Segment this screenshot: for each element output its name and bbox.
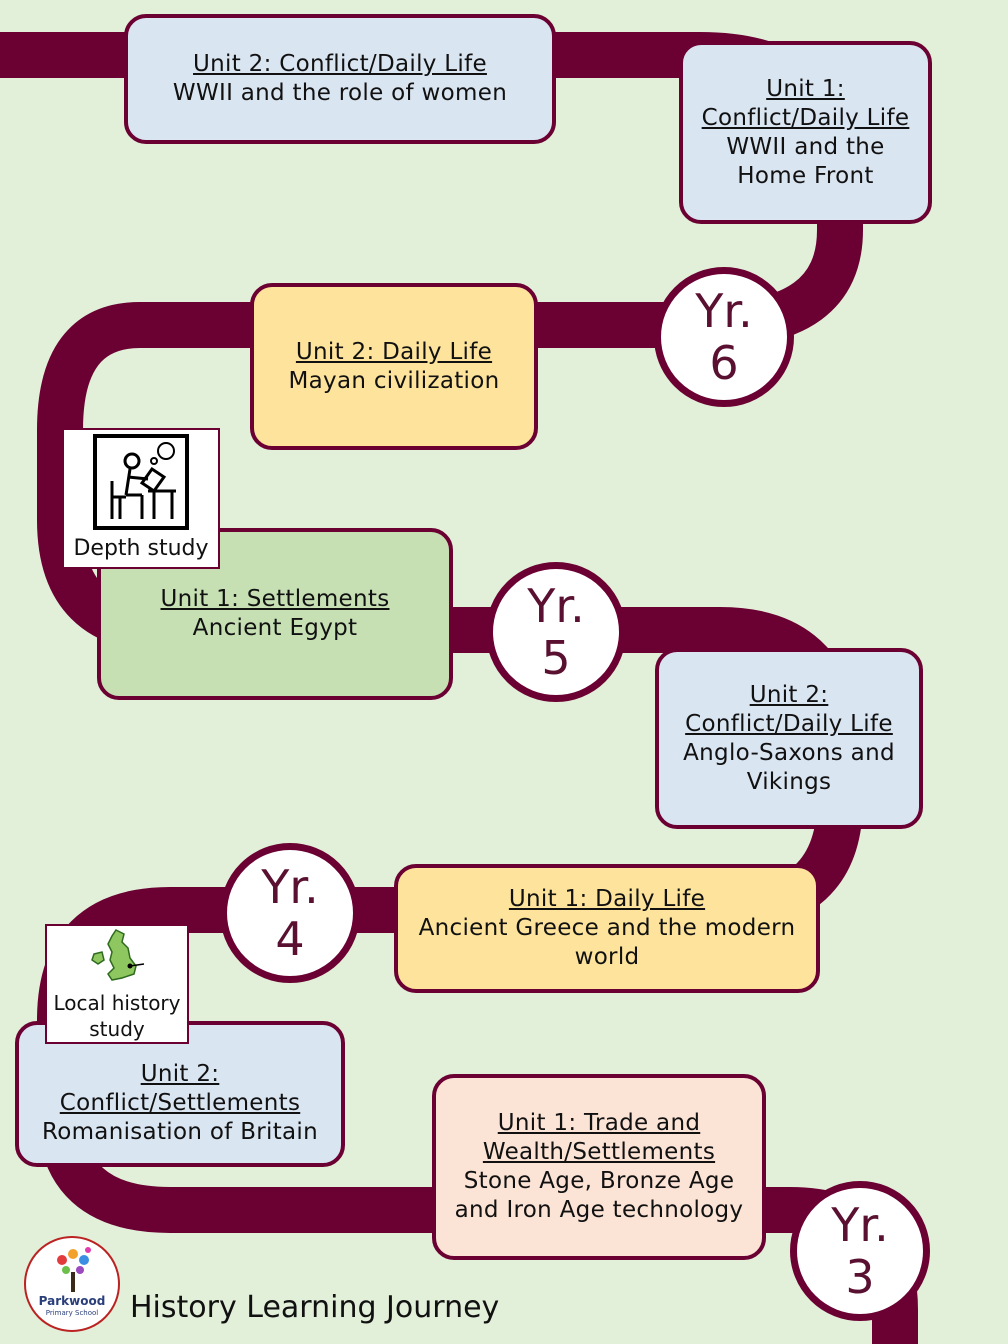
year-prefix: Yr. bbox=[831, 1198, 889, 1252]
year-prefix: Yr. bbox=[695, 284, 753, 338]
school-logo: Parkwood Primary School bbox=[24, 1236, 120, 1332]
unit-topic: WWII and the role of women bbox=[172, 80, 508, 106]
unit-title: Unit 1: Conflict/Daily Life bbox=[701, 75, 910, 131]
logo-subtitle: Primary School bbox=[45, 1309, 99, 1317]
year-number: 4 bbox=[275, 912, 305, 966]
logo-name: Parkwood bbox=[38, 1294, 106, 1308]
year-number: 3 bbox=[845, 1250, 875, 1304]
unit-topic: WWII and the Home Front bbox=[726, 133, 885, 189]
unit-topic: Anglo-Saxons and Vikings bbox=[683, 739, 895, 795]
unit-card-y6-unit1: Unit 1: Conflict/Daily Life WWII and the… bbox=[679, 41, 932, 224]
badge-label: Depth study bbox=[73, 536, 209, 561]
unit-card-y6-unit2: Unit 2: Conflict/Daily Life WWII and the… bbox=[124, 14, 556, 144]
unit-title: Unit 1: Trade and Wealth/Settlements bbox=[482, 1110, 716, 1165]
tree-icon bbox=[57, 1247, 91, 1292]
unit-title: Unit 1: Settlements bbox=[160, 586, 390, 612]
unit-title: Unit 2: Daily Life bbox=[295, 338, 493, 365]
unit-topic: Stone Age, Bronze Age and Iron Age techn… bbox=[454, 1168, 744, 1223]
year-6-marker: Yr. 6 bbox=[654, 267, 794, 407]
unit-title: Unit 2: Conflict/Daily Life bbox=[685, 681, 893, 737]
unit-topic: Ancient Egypt bbox=[192, 615, 358, 641]
year-prefix: Yr. bbox=[261, 860, 319, 914]
unit-card-y3-unit1: Unit 1: Trade and Wealth/Settlements Sto… bbox=[432, 1074, 766, 1260]
reading-student-icon bbox=[93, 434, 189, 530]
unit-card-y4-unit1: Unit 1: Daily Life Ancient Greece and th… bbox=[394, 864, 820, 993]
uk-map-icon bbox=[91, 929, 145, 981]
unit-topic: Romanisation of Britain bbox=[41, 1118, 318, 1145]
unit-card-y5-unit2: Unit 2: Daily Life Mayan civilization bbox=[250, 283, 538, 450]
year-4-marker: Yr. 4 bbox=[220, 843, 360, 983]
year-3-marker: Yr. 3 bbox=[790, 1181, 930, 1321]
year-prefix: Yr. bbox=[527, 579, 585, 633]
year-number: 6 bbox=[709, 336, 739, 390]
unit-title: Unit 2: Conflict/Daily Life bbox=[193, 51, 487, 77]
year-number: 5 bbox=[541, 631, 571, 685]
unit-topic: Mayan civilization bbox=[288, 367, 500, 394]
badge-label: Local history study bbox=[53, 991, 181, 1041]
unit-title: Unit 1: Daily Life bbox=[508, 886, 706, 912]
unit-card-y3-unit2: Unit 2: Conflict/Settlements Romanisatio… bbox=[15, 1021, 345, 1167]
page-title: History Learning Journey bbox=[130, 1290, 500, 1325]
year-5-marker: Yr. 5 bbox=[486, 562, 626, 702]
unit-card-y4-unit2: Unit 2: Conflict/Daily Life Anglo-Saxons… bbox=[655, 648, 923, 829]
unit-topic: Ancient Greece and the modern world bbox=[418, 915, 796, 970]
unit-title: Unit 2: Conflict/Settlements bbox=[59, 1060, 301, 1116]
depth-study-badge: Depth study bbox=[62, 428, 220, 569]
local-history-badge: Local history study bbox=[45, 924, 189, 1044]
